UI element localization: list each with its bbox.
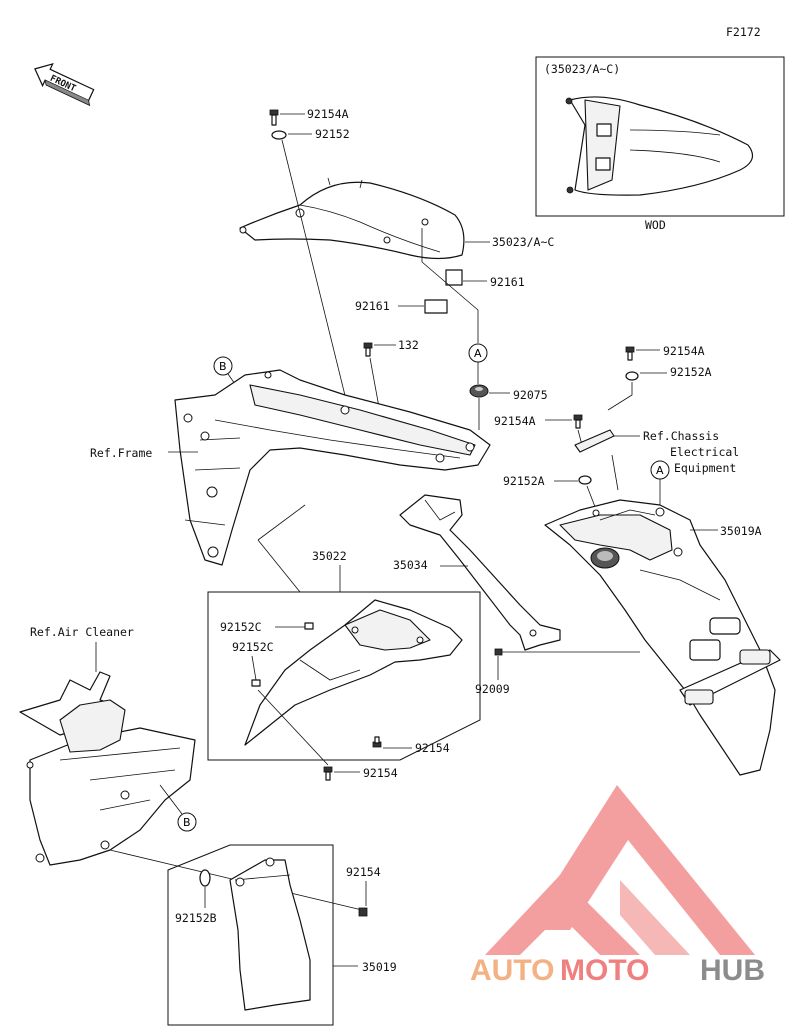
label-132: 132 bbox=[398, 338, 419, 352]
clip-92152C-a bbox=[304, 622, 314, 630]
svg-text:B: B bbox=[219, 360, 227, 373]
bracket-35034 bbox=[399, 494, 561, 651]
label-ref-air-cleaner: Ref.Air Cleaner bbox=[30, 625, 134, 639]
svg-text:(35023/A~C): (35023/A~C) bbox=[544, 62, 620, 76]
svg-text:A: A bbox=[474, 347, 482, 360]
svg-text:AUTO: AUTO bbox=[470, 954, 554, 987]
label-ref-chassis-2: Electrical bbox=[670, 445, 739, 459]
washer-92152A-right bbox=[625, 371, 639, 381]
bolt-132 bbox=[363, 342, 373, 357]
bolt-92154A-mid bbox=[573, 414, 583, 429]
label-35022: 35022 bbox=[312, 549, 347, 563]
label-92152A-mid: 92152A bbox=[503, 474, 545, 488]
spacer-92161-a bbox=[445, 269, 463, 286]
label-92009: 92009 bbox=[475, 682, 510, 696]
label-92161-b: 92161 bbox=[355, 299, 390, 313]
grommet-92075 bbox=[469, 384, 489, 398]
rear-fender-35019A bbox=[544, 499, 781, 776]
bolt-92009 bbox=[494, 648, 503, 656]
label-92152C-a: 92152C bbox=[220, 620, 262, 634]
bolt-92154-b bbox=[323, 766, 333, 781]
marker-B-top: B bbox=[213, 356, 233, 376]
washer-92152A-mid bbox=[578, 475, 592, 485]
label-92152C-b: 92152C bbox=[232, 640, 274, 654]
label-92154-b: 92154 bbox=[363, 766, 398, 780]
inset-caption: WOD bbox=[645, 218, 666, 232]
label-92152A-right: 92152A bbox=[670, 365, 712, 379]
diagram-code: F2172 bbox=[726, 25, 761, 39]
marker-B-left: B bbox=[177, 812, 197, 832]
bolt-92154A-right bbox=[625, 346, 635, 361]
label-92152-top: 92152 bbox=[315, 127, 350, 141]
label-35019A: 35019A bbox=[720, 524, 762, 538]
label-ref-chassis-3: Equipment bbox=[674, 461, 736, 475]
inner-fender-35022 bbox=[244, 599, 463, 746]
group-box-35022 bbox=[207, 591, 481, 761]
svg-text:B: B bbox=[183, 816, 191, 829]
label-35019: 35019 bbox=[362, 960, 397, 974]
label-ref-frame: Ref.Frame bbox=[90, 446, 152, 460]
marker-A-top: A bbox=[468, 343, 488, 363]
label-92154-a: 92154 bbox=[415, 741, 450, 755]
label-35034: 35034 bbox=[393, 558, 428, 572]
label-92075: 92075 bbox=[513, 388, 548, 402]
bolt-92154-c bbox=[358, 907, 368, 917]
label-92154A-top: 92154A bbox=[307, 107, 349, 121]
svg-text:HUB: HUB bbox=[700, 954, 765, 987]
label-92154A-mid: 92154A bbox=[494, 414, 536, 428]
air-cleaner bbox=[19, 671, 196, 866]
bolt-92154A-top bbox=[269, 109, 279, 126]
seat-cowl-35023 bbox=[239, 177, 465, 260]
label-92154A-right: 92154A bbox=[663, 344, 705, 358]
watermark-text: AUTO MOTO HUB bbox=[470, 954, 765, 987]
marker-A-right: A bbox=[650, 460, 670, 480]
watermark-logo bbox=[485, 785, 755, 955]
label-ref-chassis-1: Ref.Chassis bbox=[643, 429, 719, 443]
label-92154-c: 92154 bbox=[346, 865, 381, 879]
rear-frame bbox=[174, 369, 491, 566]
mud-flap-35019 bbox=[229, 857, 311, 1011]
bolt-92154-a bbox=[372, 736, 382, 748]
label-92152B: 92152B bbox=[175, 911, 217, 925]
group-box-35019 bbox=[167, 844, 334, 1026]
inset-box: (35023/A~C) WOD bbox=[535, 56, 785, 232]
label-35023: 35023/A~C bbox=[492, 235, 554, 249]
label-92161-a: 92161 bbox=[490, 275, 525, 289]
front-arrow-icon: FRONT bbox=[34, 62, 95, 107]
washer-92152-top bbox=[271, 130, 287, 140]
svg-text:MOTO: MOTO bbox=[560, 954, 649, 987]
svg-text:A: A bbox=[656, 464, 664, 477]
clip-92152C-b bbox=[251, 679, 261, 687]
washer-92152B bbox=[199, 869, 211, 887]
spacer-92161-b bbox=[424, 299, 448, 314]
